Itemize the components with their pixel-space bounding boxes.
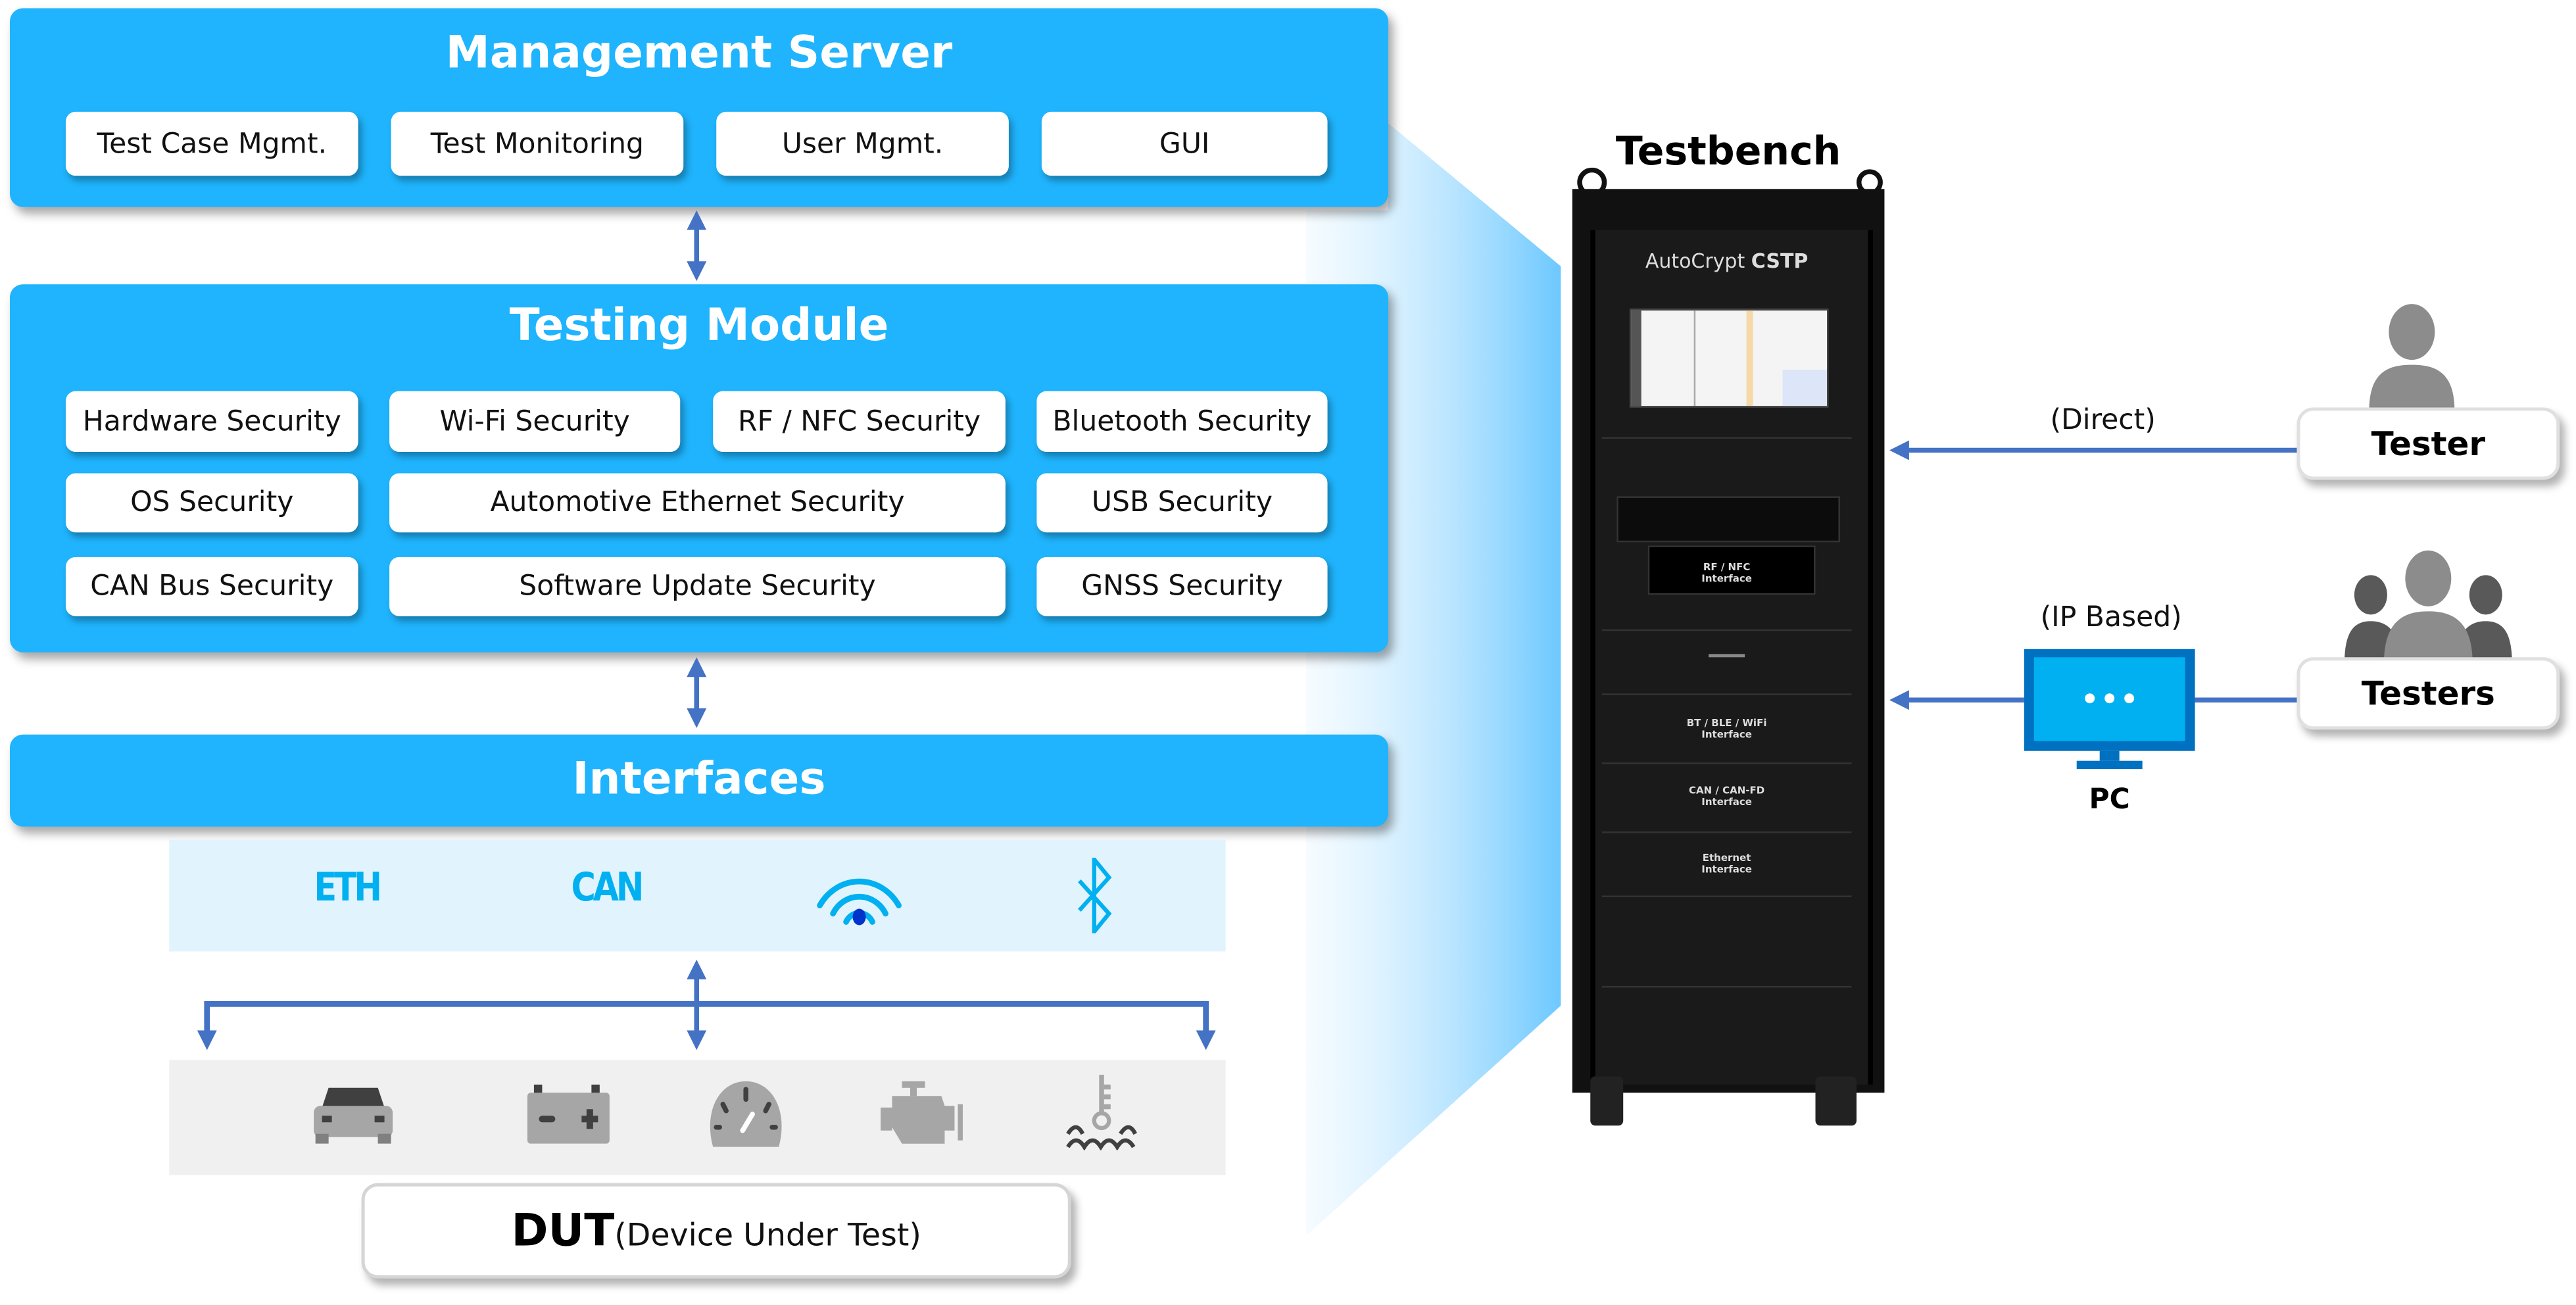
testers-box: Testers	[2297, 657, 2560, 730]
tester-label: Tester	[2371, 424, 2486, 464]
dut-subtitle: (Device Under Test)	[614, 1218, 921, 1254]
battery-icon	[527, 1084, 610, 1144]
tester-person-icon	[2369, 304, 2455, 411]
module-user-mgmt: User Mgmt.	[716, 111, 1009, 176]
module-usb-security: USB Security	[1036, 473, 1328, 533]
tester-box: Tester	[2297, 407, 2560, 480]
bus-line	[204, 1001, 1209, 1039]
management-server-title: Management Server	[445, 28, 953, 79]
can-label: CAN	[571, 864, 644, 911]
wifi-icon	[817, 878, 902, 925]
interfaces-panel: Interfaces	[9, 734, 1388, 827]
testbench-screen	[1630, 308, 1829, 408]
eth-label: ETH	[314, 864, 382, 911]
car-icon	[314, 1087, 393, 1144]
interfaces-title: Interfaces	[572, 754, 826, 806]
module-os-security: OS Security	[65, 473, 358, 533]
module-automotive-ethernet-security: Automotive Ethernet Security	[389, 473, 1006, 533]
dut-box: DUT(Device Under Test)	[361, 1183, 1071, 1279]
speedometer-icon	[710, 1081, 782, 1147]
interfaces-band	[169, 839, 1226, 952]
dut-title: DUT	[511, 1205, 615, 1256]
testers-label: Testers	[2361, 674, 2495, 714]
module-test-monitoring: Test Monitoring	[391, 111, 684, 176]
module-rf-nfc-security: RF / NFC Security	[713, 391, 1006, 453]
module-wifi-security: Wi-Fi Security	[389, 391, 681, 453]
pc-monitor-icon	[2024, 649, 2195, 770]
testbench-title: Testbench	[1615, 128, 1841, 174]
module-can-bus-security: CAN Bus Security	[65, 556, 358, 616]
engine-icon	[881, 1081, 963, 1144]
direct-label: (Direct)	[2050, 404, 2156, 437]
coolant-temperature-icon	[1066, 1074, 1138, 1150]
module-gui: GUI	[1041, 111, 1328, 176]
module-bluetooth-security: Bluetooth Security	[1036, 391, 1328, 453]
pc-label: PC	[2089, 783, 2130, 817]
module-hardware-security: Hardware Security	[65, 391, 358, 453]
brand-label: AutoCrypt CSTP	[1645, 249, 1809, 273]
bluetooth-icon	[1077, 858, 1112, 933]
testers-group-icon	[2344, 550, 2512, 664]
module-gnss-security: GNSS Security	[1036, 556, 1328, 616]
module-software-update-security: Software Update Security	[389, 556, 1006, 616]
ip-based-label: (IP Based)	[2040, 601, 2182, 635]
module-test-case-mgmt: Test Case Mgmt.	[65, 111, 358, 176]
testing-module-title: Testing Module	[509, 301, 889, 352]
